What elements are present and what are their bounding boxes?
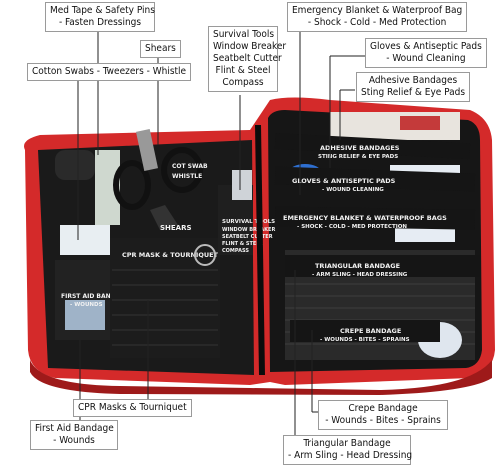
photo-label-gloves: GLOVES & ANTISEPTIC PADS bbox=[292, 177, 396, 185]
callout-crepe-line2: - Wounds - Bites - Sprains bbox=[325, 415, 441, 426]
callout-first-aid-line2: - Wounds bbox=[53, 435, 95, 446]
callout-cpr-line1: CPR Masks & Tourniquet bbox=[78, 402, 187, 413]
photo-label-gloves-2: - WOUND CLEANING bbox=[322, 187, 384, 193]
callout-first-aid-bandage: First Aid Bandage - Wounds bbox=[30, 420, 118, 450]
photo-label-adhesive-2: STING RELIEF & EYE PADS bbox=[318, 154, 398, 160]
photo-label-first-aid-bandage: FIRST AID BANDAGE bbox=[61, 293, 129, 300]
cpr-pouch bbox=[110, 238, 220, 358]
callout-survival-line1: Survival Tools bbox=[213, 29, 275, 40]
photo-label-survival-2: SEATBELT CUTTER bbox=[222, 234, 273, 240]
photo-label-survival-3: FLINT & STEEL bbox=[222, 241, 264, 247]
callout-med-tape-line2: - Fasten Dressings bbox=[58, 17, 142, 28]
photo-label-adhesive: ADHESIVE BANDAGES bbox=[320, 144, 400, 152]
strap-triangular bbox=[285, 255, 480, 277]
callout-gloves-line2: - Wound Cleaning bbox=[386, 53, 466, 64]
photo-label-survival-0: SURVIVAL TOOLS bbox=[222, 219, 275, 225]
tape-roll bbox=[55, 150, 95, 180]
photo-label-survival-1: WINDOW BREAKER bbox=[222, 227, 275, 233]
shears-image bbox=[113, 128, 203, 230]
callout-crepe-line1: Crepe Bandage bbox=[348, 403, 418, 414]
callout-gloves-line1: Gloves & Antiseptic Pads bbox=[370, 41, 482, 52]
callout-cotton-swabs: Cotton Swabs - Tweezers - Whistle bbox=[27, 63, 192, 81]
photo-label-triangular-2: - ARM SLING - HEAD DRESSING bbox=[312, 272, 408, 278]
callout-shears: Shears bbox=[140, 40, 181, 58]
callout-adhesive-bandages: Adhesive Bandages Sting Relief & Eye Pad… bbox=[356, 72, 471, 102]
callout-med-tape: Med Tape & Safety Pins - Fasten Dressing… bbox=[45, 2, 155, 32]
callout-shears-line1: Shears bbox=[145, 43, 176, 54]
adhesive-packs bbox=[330, 112, 460, 140]
photo-label-first-aid-bandage-2: - WOUNDS bbox=[70, 302, 103, 308]
photo-label-emergency: EMERGENCY BLANKET & WATERPROOF BAGS bbox=[283, 214, 447, 222]
photo-label-shears: SHEARS bbox=[160, 224, 192, 232]
callout-triangular-line2: - Arm Sling - Head Dressing bbox=[288, 450, 413, 461]
zipper bbox=[255, 124, 265, 376]
callout-triangular-line1: Triangular Bandage bbox=[303, 438, 391, 449]
callout-survival-tools: Survival Tools Window Breaker Seatbelt C… bbox=[208, 26, 287, 92]
photo-label-emergency-2: - SHOCK - COLD - MED PROTECTION bbox=[297, 224, 407, 230]
callout-adhesive-line1: Adhesive Bandages bbox=[368, 75, 458, 86]
strap-gloves bbox=[274, 166, 476, 192]
callout-survival-line5: Compass bbox=[222, 77, 264, 88]
cpr-mesh bbox=[112, 269, 218, 346]
callout-med-tape-line1: Med Tape & Safety Pins bbox=[50, 5, 155, 16]
callout-cpr-masks: CPR Masks & Tourniquet bbox=[73, 399, 192, 417]
strap-crepe bbox=[290, 320, 440, 342]
callout-emergency-blanket: Emergency Blanket & Waterproof Bag - Sho… bbox=[287, 2, 468, 32]
white-gauze bbox=[60, 225, 110, 255]
key-ring bbox=[194, 244, 216, 266]
survival-card-plate bbox=[232, 170, 252, 200]
callout-triangular-bandage: Triangular Bandage - Arm Sling - Head Dr… bbox=[283, 435, 413, 465]
strap-adhesive bbox=[274, 133, 471, 160]
callout-emergency-line2: - Shock - Cold - Med Protection bbox=[307, 17, 447, 28]
photo-label-triangular: TRIANGULAR BANDAGE bbox=[315, 262, 400, 270]
photo-label-crepe: CREPE BANDAGE bbox=[340, 327, 401, 335]
callout-crepe-bandage: Crepe Bandage - Wounds - Bites - Sprains bbox=[318, 400, 448, 430]
callout-first-aid-line1: First Aid Bandage bbox=[35, 423, 114, 434]
photo-label-crepe-2: - WOUNDS - BITES - SPRAINS bbox=[320, 337, 410, 343]
photo-label-cpr: CPR MASK & TOURNIQUET bbox=[122, 251, 219, 259]
strap-emergency bbox=[274, 206, 476, 230]
photo-label-survival-4: COMPASS bbox=[222, 248, 249, 254]
callout-cotton-swabs-line1: Cotton Swabs - Tweezers - Whistle bbox=[32, 66, 187, 77]
bandage-roll-blue bbox=[65, 300, 105, 330]
photo-label-whistle: WHISTLE bbox=[172, 173, 202, 180]
photo-label-cotswab: COT SWAB bbox=[172, 163, 208, 170]
callout-gloves: Gloves & Antiseptic Pads - Wound Cleanin… bbox=[365, 38, 487, 68]
callout-survival-line4: Flint & Steel bbox=[215, 65, 271, 76]
callout-survival-line2: Window Breaker bbox=[213, 41, 287, 52]
callout-adhesive-line2: Sting Relief & Eye Pads bbox=[361, 87, 466, 98]
callout-emergency-line1: Emergency Blanket & Waterproof Bag bbox=[292, 5, 463, 16]
callout-survival-line3: Seatbelt Cutter bbox=[213, 53, 282, 64]
adhesive-packs-red bbox=[400, 116, 440, 130]
